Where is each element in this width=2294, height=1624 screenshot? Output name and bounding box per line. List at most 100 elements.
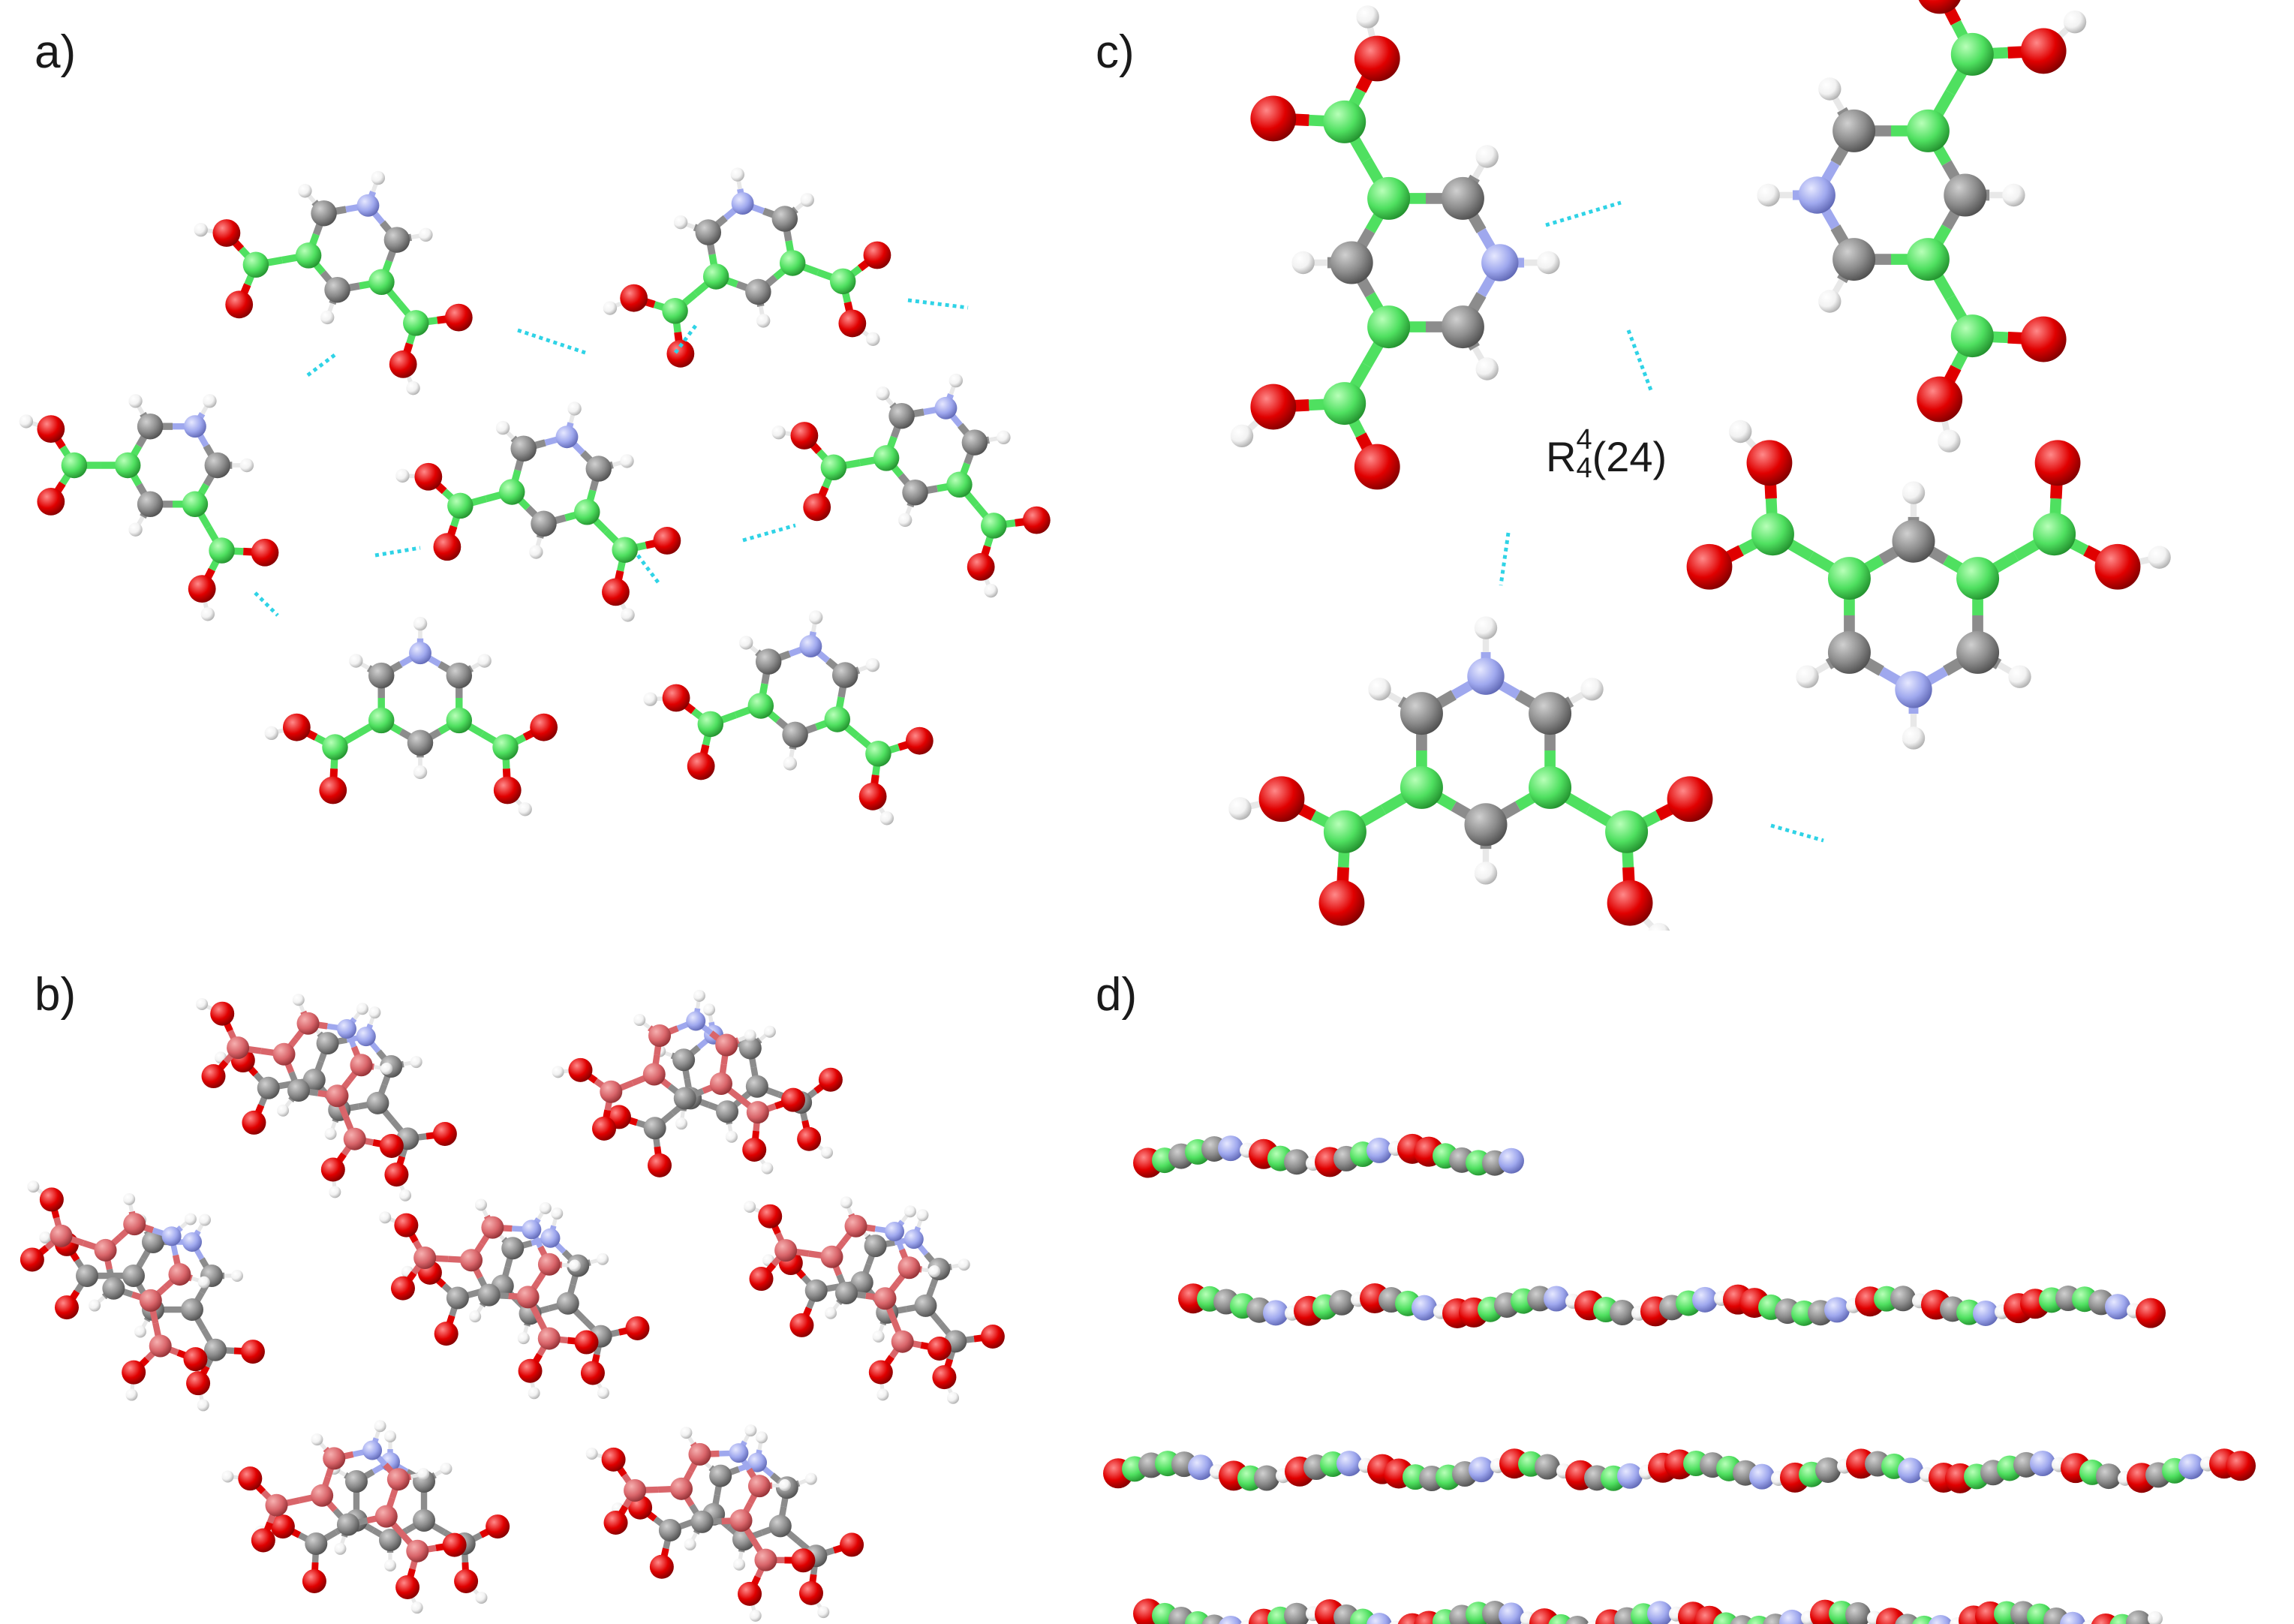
atom [518,1358,543,1383]
atom [210,1001,235,1026]
atom [1464,803,1508,847]
atom [592,1116,617,1141]
atom [1565,1615,1589,1624]
atom [747,693,774,719]
atom [808,610,823,624]
hydrogen-bond [374,546,421,558]
atom [399,1189,412,1201]
atom [374,1420,386,1433]
atom [574,1330,599,1355]
atom [2126,1610,2151,1624]
atom [2096,1463,2121,1490]
atom [368,662,395,689]
atom [1917,376,1963,423]
atom [1336,1451,1362,1477]
atom [585,456,612,482]
atom [620,454,634,468]
atom [876,1388,889,1401]
atom [1475,145,1499,168]
atom [137,413,164,440]
molecule-b-red-2 [20,1180,210,1401]
atom [709,1464,732,1487]
atom [1605,810,1649,853]
atom [54,1295,79,1320]
atom [730,167,745,182]
atom [395,1574,420,1599]
atom [537,1253,561,1276]
molecule-b-red-1 [552,989,806,1174]
atom [94,1238,117,1262]
atom [362,1440,383,1460]
atom [407,729,434,756]
panel-label-a: a) [35,26,77,78]
atom [1890,1286,1916,1312]
atom [2020,316,2067,362]
atom [1368,678,1391,701]
atom [1544,1286,1569,1312]
atom [824,706,851,732]
atom [763,1025,776,1038]
atom [744,1029,756,1042]
atom [1580,678,1604,701]
atom [702,263,729,290]
atom [2136,1298,2166,1328]
ring-motif-size: (24) [1592,432,1667,480]
layer-2 [1178,1283,2166,1328]
molecule-a-6 [643,610,934,826]
atom [1892,519,1935,563]
atom [142,1230,164,1253]
atom [383,227,410,253]
atom [19,414,34,429]
atom [37,415,65,444]
atom [648,1153,672,1177]
atom [356,194,380,217]
atom [958,1259,970,1271]
molecule-c-3 [1686,420,2171,750]
atom [183,1347,208,1372]
atom [820,454,847,481]
atom [840,1196,852,1209]
atom [311,1484,334,1507]
atom [2178,1454,2204,1480]
atom [510,435,537,462]
atom [212,219,241,247]
atom [182,491,209,518]
atom [2105,1294,2130,1320]
atom [1318,880,1365,926]
atom [863,241,891,269]
atom [356,1027,376,1047]
atom [410,1056,422,1069]
overlay-network-b [20,989,1005,1622]
atom [374,1505,398,1528]
atom [27,1180,40,1193]
atom [1230,424,1254,447]
atom [771,425,786,440]
atom [744,1200,756,1213]
atom [755,1431,768,1444]
atom [1798,176,1836,214]
atom [1499,1147,1524,1174]
atom [1475,357,1499,380]
crystal-network-a [19,167,1051,826]
atom [771,206,798,232]
atom [433,533,462,561]
atom [580,1361,605,1385]
atom [1218,1135,1243,1162]
atom [633,1014,646,1027]
atom [1956,557,2000,600]
atom [231,1270,243,1282]
atom [149,1334,172,1358]
atom [403,310,429,336]
atom [493,776,522,804]
atom [756,314,771,328]
atom [227,1036,250,1060]
atom [738,1036,762,1060]
atom [1815,1457,1841,1483]
atom [1250,383,1297,430]
atom [642,1063,666,1086]
atom [649,1554,674,1579]
atom [409,642,431,665]
atom [675,1117,688,1130]
hydrogen-bond [907,298,969,310]
